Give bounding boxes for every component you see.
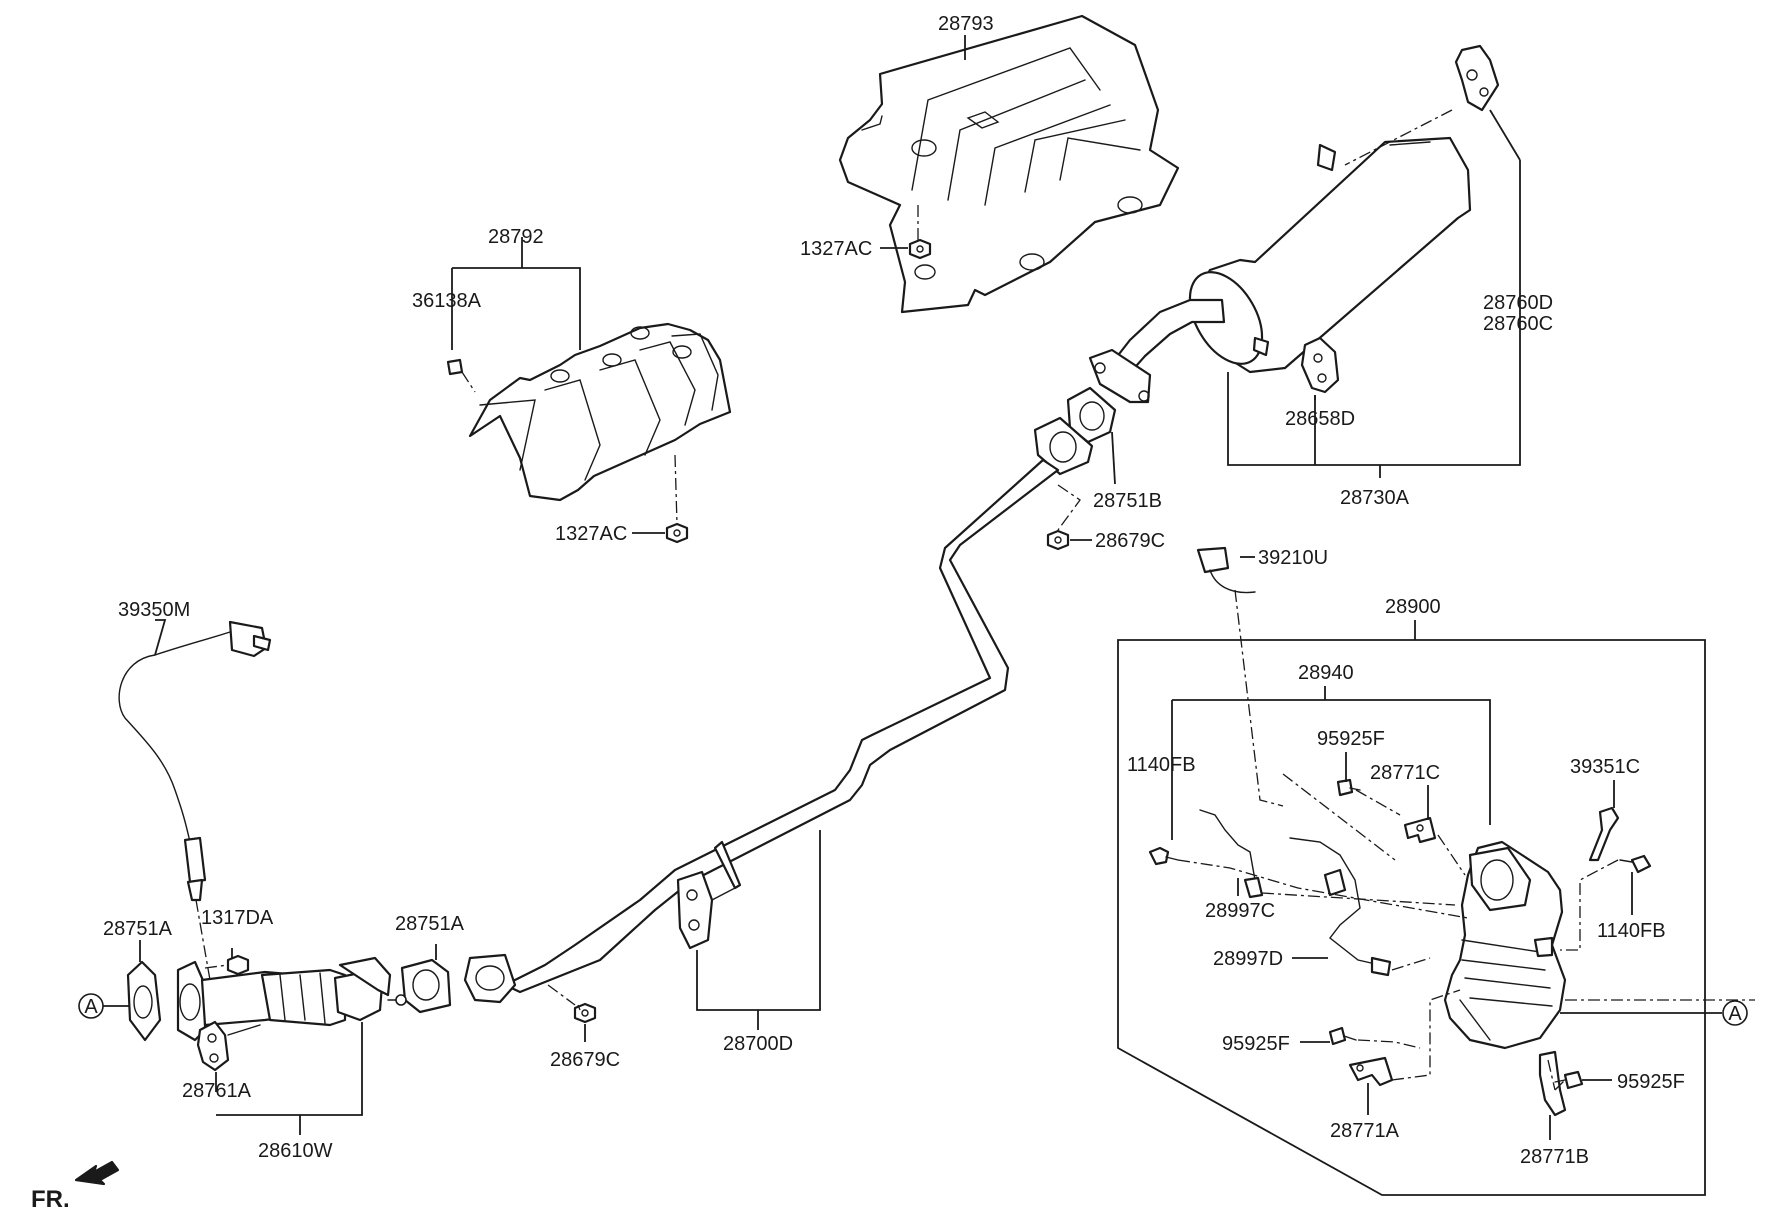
label-28760c: 28760C [1483,313,1553,335]
pipe-flange-28751b[interactable] [1033,416,1094,476]
label-28792: 28792 [488,226,544,248]
bolt-1140fb-right[interactable] [1619,854,1652,874]
rubber-hanger-28658d[interactable] [1300,336,1340,394]
label-28760d: 28760D [1483,292,1553,314]
rubber-hanger-28760d[interactable] [1454,44,1500,112]
label-28679c-top: 28679C [1095,530,1165,552]
leader-lines [102,35,1722,1196]
label-28997c: 28997C [1205,900,1275,922]
bracket-28771c[interactable] [1403,816,1437,844]
label-1317da: 1317DA [201,907,274,929]
label-39210u: 39210U [1258,547,1328,569]
label-95925f-upper: 95925F [1317,728,1385,750]
catalytic-converter-28940[interactable] [1443,840,1567,1050]
reference-marker-a-left: A [78,993,104,1019]
sensor-28997c[interactable] [1199,809,1264,899]
center-pipe-28700d[interactable] [463,458,1060,1004]
nut-1327ac-top[interactable] [908,238,932,260]
part-labels: 28793 1327AC 28792 36138A 1327AC 28760D … [103,13,1685,1168]
sensor-28997d[interactable] [1289,837,1392,977]
label-28679c-bottom: 28679C [550,1049,620,1071]
bracket-28771b[interactable] [1538,1050,1567,1117]
label-28771a: 28771A [1330,1120,1400,1142]
label-28751b: 28751B [1093,490,1162,512]
label-28793: 28793 [938,13,994,35]
rubber-hanger-28761a[interactable] [196,1020,261,1072]
bolt-95925f-right[interactable] [1554,1070,1584,1090]
dashed-connector-lines [195,109,1755,1091]
rubber-hanger-center-pipe[interactable] [676,870,736,950]
label-28761a: 28761A [182,1080,252,1102]
heat-shield-28793[interactable] [838,14,1180,314]
front-direction-arrow: FR. [31,1160,120,1211]
label-95925f-right: 95925F [1617,1071,1685,1093]
label-28771b: 28771B [1520,1146,1589,1168]
bolt-1140fb-left[interactable] [1148,846,1179,866]
label-28771c: 28771C [1370,762,1440,784]
front-pipe-28610w[interactable] [176,956,407,1042]
label-28940: 28940 [1298,662,1354,684]
label-39350m: 39350M [118,599,190,621]
label-1327ac-top: 1327AC [800,238,872,260]
muffler-28730a[interactable] [1088,136,1472,404]
label-1140fb-left: 1140FB [1127,754,1196,776]
label-95925f-middle: 95925F [1222,1033,1290,1055]
reference-label-a-right: A [1728,1003,1742,1025]
oxygen-sensor-39350m[interactable] [118,620,272,902]
nut-1327ac-middle[interactable] [665,522,689,544]
label-28900: 28900 [1385,596,1441,618]
reference-marker-a-right: A [1722,1000,1748,1026]
gasket-28751a-left[interactable] [126,960,162,1042]
label-28700d: 28700D [723,1033,793,1055]
label-28751a-left: 28751A [103,918,173,940]
label-28658d: 28658D [1285,408,1355,430]
oxygen-sensor-39210u[interactable] [1196,546,1256,594]
label-28730a: 28730A [1340,487,1410,509]
label-28751a-middle: 28751A [395,913,465,935]
reference-label-a-left: A [84,996,98,1018]
bolt-95925f-upper[interactable] [1336,778,1361,797]
label-28997d: 28997D [1213,948,1283,970]
bracket-28771a[interactable] [1348,1056,1394,1087]
label-36138a: 36138A [412,290,482,312]
bracket-39351c[interactable] [1588,806,1620,862]
nut-28679c-top[interactable] [1046,529,1070,551]
gasket-28751a-middle[interactable] [400,958,452,1014]
bolt-95925f-middle[interactable] [1328,1026,1357,1046]
front-label: FR. [31,1186,70,1211]
nut-1317da[interactable] [226,954,250,976]
label-39351c: 39351C [1570,756,1640,778]
label-28610w: 28610W [258,1140,333,1162]
label-1140fb-right: 1140FB [1597,920,1666,942]
clip-36138a[interactable] [446,358,464,376]
heat-shield-28792[interactable] [468,322,732,502]
label-1327ac-middle: 1327AC [555,523,627,545]
